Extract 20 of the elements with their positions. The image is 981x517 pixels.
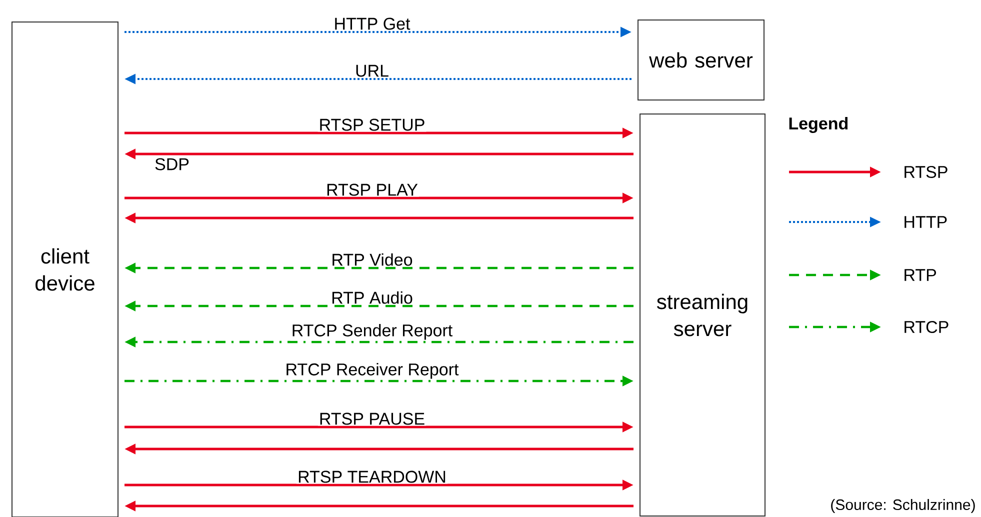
legend-label: HTTP xyxy=(904,216,947,228)
edge-label: RTP Video xyxy=(330,252,414,267)
edge-label: RTCP Sender Report xyxy=(290,322,454,341)
legend-label: RTSP xyxy=(904,166,948,178)
edge-label: RTSP SETUP xyxy=(318,118,426,132)
edge-label: SDP xyxy=(154,157,190,172)
source-note: (Source: Schulzrinne) xyxy=(831,499,975,513)
edge-label: HTTP Get xyxy=(332,16,412,31)
legend-label: RTP xyxy=(904,269,936,281)
edge-label: RTCP Receiver Report xyxy=(284,362,460,380)
edge-label: RTSP PAUSE xyxy=(318,412,426,426)
legend-title: Legend xyxy=(789,117,848,133)
server-box: web server xyxy=(638,20,764,100)
server-box: streaming server xyxy=(640,114,766,516)
edge-label: RTP Audio xyxy=(330,290,414,305)
device-box: client device xyxy=(12,22,118,517)
legend-label: RTCP xyxy=(904,320,948,334)
edge-label: URL xyxy=(354,64,390,78)
edge-label: RTSP PLAY xyxy=(325,182,419,197)
edge-label: RTSP TEARDOWN xyxy=(296,470,448,484)
